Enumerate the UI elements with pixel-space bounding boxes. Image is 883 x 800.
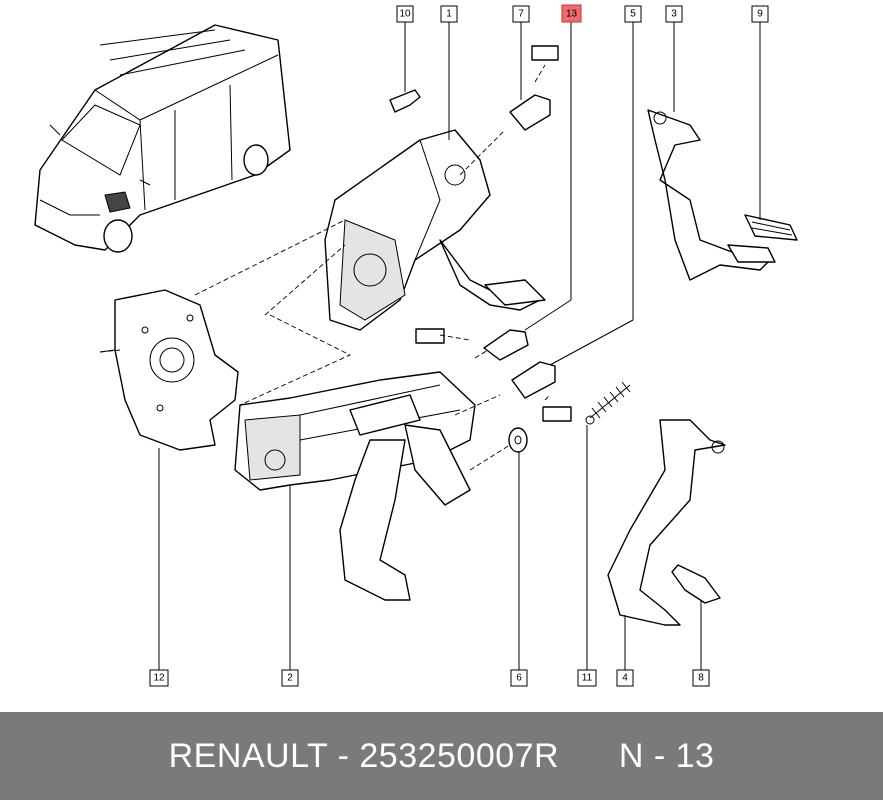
callout-6: 6	[510, 669, 528, 687]
callout-6-label: 6	[516, 673, 522, 684]
footer-bar: RENAULT - 253250007R N - 13	[0, 712, 883, 800]
callout-9-label: 9	[757, 9, 763, 20]
callout-5-label: 5	[630, 9, 636, 20]
part-2-lower-pedal-bracket	[234, 371, 476, 601]
callout-7: 7	[512, 5, 530, 23]
callout-3-label: 3	[671, 9, 677, 20]
assembly-lines	[99, 64, 551, 471]
part-13-switch	[415, 328, 529, 361]
callout-11-label: 11	[582, 673, 593, 684]
part-10-clip	[389, 89, 421, 113]
brand-name: RENAULT	[168, 736, 328, 775]
callout-7-label: 7	[518, 9, 524, 20]
callout-4-label: 4	[622, 673, 628, 684]
callout-9: 9	[751, 5, 769, 23]
part-11-spring	[585, 381, 631, 425]
callout-13-label: 13	[566, 9, 578, 20]
part-number: 253250007R	[359, 736, 560, 775]
callout-1-label: 1	[446, 9, 452, 20]
callout-1: 1	[440, 5, 458, 23]
callout-4: 4	[616, 669, 634, 687]
callout-8: 8	[692, 669, 710, 687]
part-12-insulator-plate	[99, 289, 239, 451]
callout-11: 11	[577, 669, 597, 687]
part-6-washer	[508, 427, 528, 453]
callout-2-label: 2	[287, 673, 293, 684]
callout-5: 5	[624, 5, 642, 23]
part-9-pedal-pad	[744, 214, 798, 241]
callout-8-label: 8	[698, 673, 704, 684]
callout-3: 3	[665, 5, 683, 23]
footer-caption: RENAULT - 253250007R N - 13	[169, 737, 715, 776]
callout-10: 10	[396, 5, 414, 23]
callout-13: 13	[561, 4, 582, 23]
part-1-upper-pedal-bracket	[324, 129, 546, 331]
callout-2: 2	[281, 669, 299, 687]
part-5-switch	[511, 361, 572, 422]
part-3-upper-pedal-arm	[647, 109, 776, 281]
part-7-switch	[509, 45, 559, 131]
separator: -	[327, 736, 360, 775]
callout-10-label: 10	[399, 9, 411, 20]
part-4-lower-pedal-arm	[607, 419, 726, 626]
pedal-assembly-diagram: 10 1 7 13 5 3 9 12	[34, 4, 798, 687]
diagram-position: N - 13	[618, 736, 715, 775]
van-illustration	[34, 24, 291, 253]
callout-12: 12	[149, 669, 169, 687]
part-8-pedal-pad	[671, 564, 721, 604]
leader-lines	[158, 22, 761, 670]
callout-12-label: 12	[153, 673, 165, 684]
